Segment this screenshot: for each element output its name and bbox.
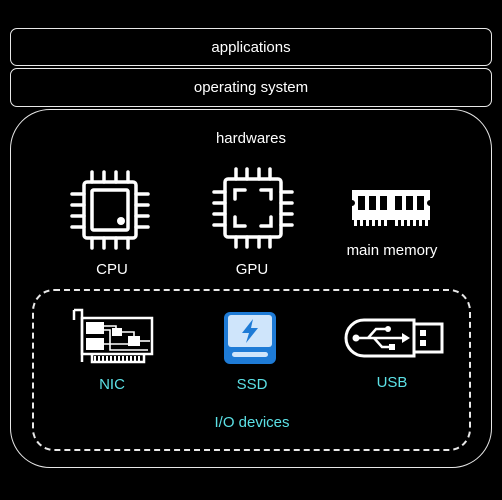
usb-label: USB bbox=[376, 374, 408, 391]
ssd-icon bbox=[224, 312, 276, 364]
gpu-label: GPU bbox=[235, 261, 269, 278]
operating-system-layer: operating system bbox=[10, 68, 492, 107]
applications-layer: applications bbox=[10, 28, 492, 66]
gpu-icon bbox=[212, 167, 294, 249]
io-devices-title: I/O devices bbox=[214, 414, 290, 431]
usb-icon bbox=[344, 318, 444, 358]
memory-label: main memory bbox=[346, 242, 438, 259]
applications-label: applications bbox=[211, 38, 291, 56]
hardware-container bbox=[10, 109, 492, 468]
nic-icon bbox=[72, 308, 154, 364]
ssd-label: SSD bbox=[236, 376, 268, 393]
nic-label: NIC bbox=[99, 376, 125, 393]
hardware-title: hardwares bbox=[215, 130, 287, 147]
cpu-label: CPU bbox=[96, 261, 128, 278]
io-devices-container bbox=[32, 289, 471, 451]
cpu-icon bbox=[70, 170, 150, 250]
operating-system-label: operating system bbox=[193, 79, 309, 96]
memory-icon bbox=[352, 190, 430, 226]
